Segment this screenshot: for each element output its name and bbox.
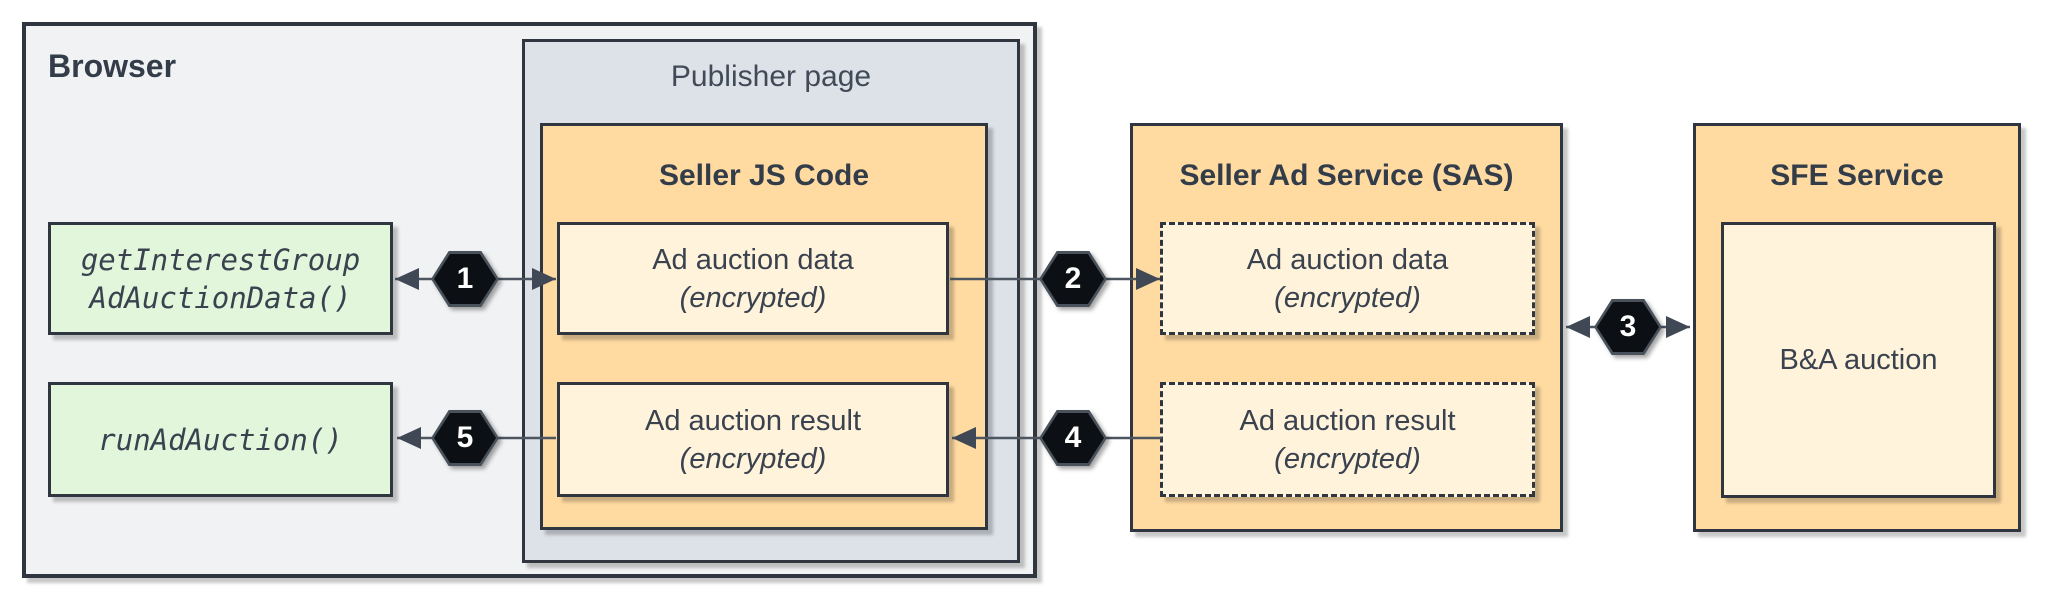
node-line: (encrypted) <box>679 442 827 475</box>
node-line: (encrypted) <box>679 281 827 314</box>
step-badge-1: 1 <box>431 251 499 307</box>
arrowhead-right <box>1666 316 1690 338</box>
node-ba-auction: B&A auction <box>1721 222 1996 498</box>
node-line: runAdAuction() <box>98 422 343 457</box>
node-line: AdAuctionData() <box>89 280 352 315</box>
step-number: 1 <box>456 262 474 295</box>
sfe-container: SFE Service B&A auction <box>1693 123 2021 532</box>
seller-js-code-title: Seller JS Code <box>658 159 870 192</box>
step-number: 4 <box>1064 421 1082 454</box>
step-badge-4: 4 <box>1039 410 1107 466</box>
step-number: 2 <box>1064 262 1082 295</box>
seller-js-code-container: Seller JS Code Ad auction data (encrypte… <box>540 123 988 530</box>
node-get-interest-group: getInterestGroup AdAuctionData() <box>48 222 393 335</box>
node-line: Ad auction data <box>1246 243 1449 276</box>
node-ad-auction-data-sas: Ad auction data (encrypted) <box>1160 222 1535 335</box>
step-number: 3 <box>1619 310 1637 343</box>
step-badge-5: 5 <box>431 410 499 466</box>
node-run-ad-auction: runAdAuction() <box>48 382 393 497</box>
sas-container: Seller Ad Service (SAS) Ad auction data … <box>1130 123 1563 532</box>
node-ad-auction-result-seller-js: Ad auction result (encrypted) <box>557 382 949 497</box>
node-line: (encrypted) <box>1274 281 1421 314</box>
sfe-title: SFE Service <box>1770 159 1944 192</box>
step-badge-3: 3 <box>1594 299 1662 355</box>
step-badge-2: 2 <box>1039 251 1107 307</box>
sas-title: Seller Ad Service (SAS) <box>1179 159 1514 192</box>
node-ad-auction-data-seller-js: Ad auction data (encrypted) <box>557 222 949 335</box>
publisher-page-container: Publisher page Seller JS Code Ad auction… <box>522 39 1020 563</box>
arrowhead-left <box>1566 316 1590 338</box>
browser-title: Browser <box>48 48 177 84</box>
node-line: (encrypted) <box>1274 442 1421 475</box>
node-line: Ad auction result <box>644 404 861 437</box>
browser-container: Browser getInterestGroup AdAuctionData()… <box>22 22 1037 578</box>
node-line: Ad auction data <box>652 243 854 276</box>
node-line: B&A auction <box>1779 344 1938 376</box>
node-line: getInterestGroup <box>80 242 361 277</box>
publisher-page-title: Publisher page <box>670 60 872 93</box>
node-ad-auction-result-sas: Ad auction result (encrypted) <box>1160 382 1535 497</box>
node-line: Ad auction result <box>1239 404 1456 437</box>
step-number: 5 <box>456 421 474 454</box>
